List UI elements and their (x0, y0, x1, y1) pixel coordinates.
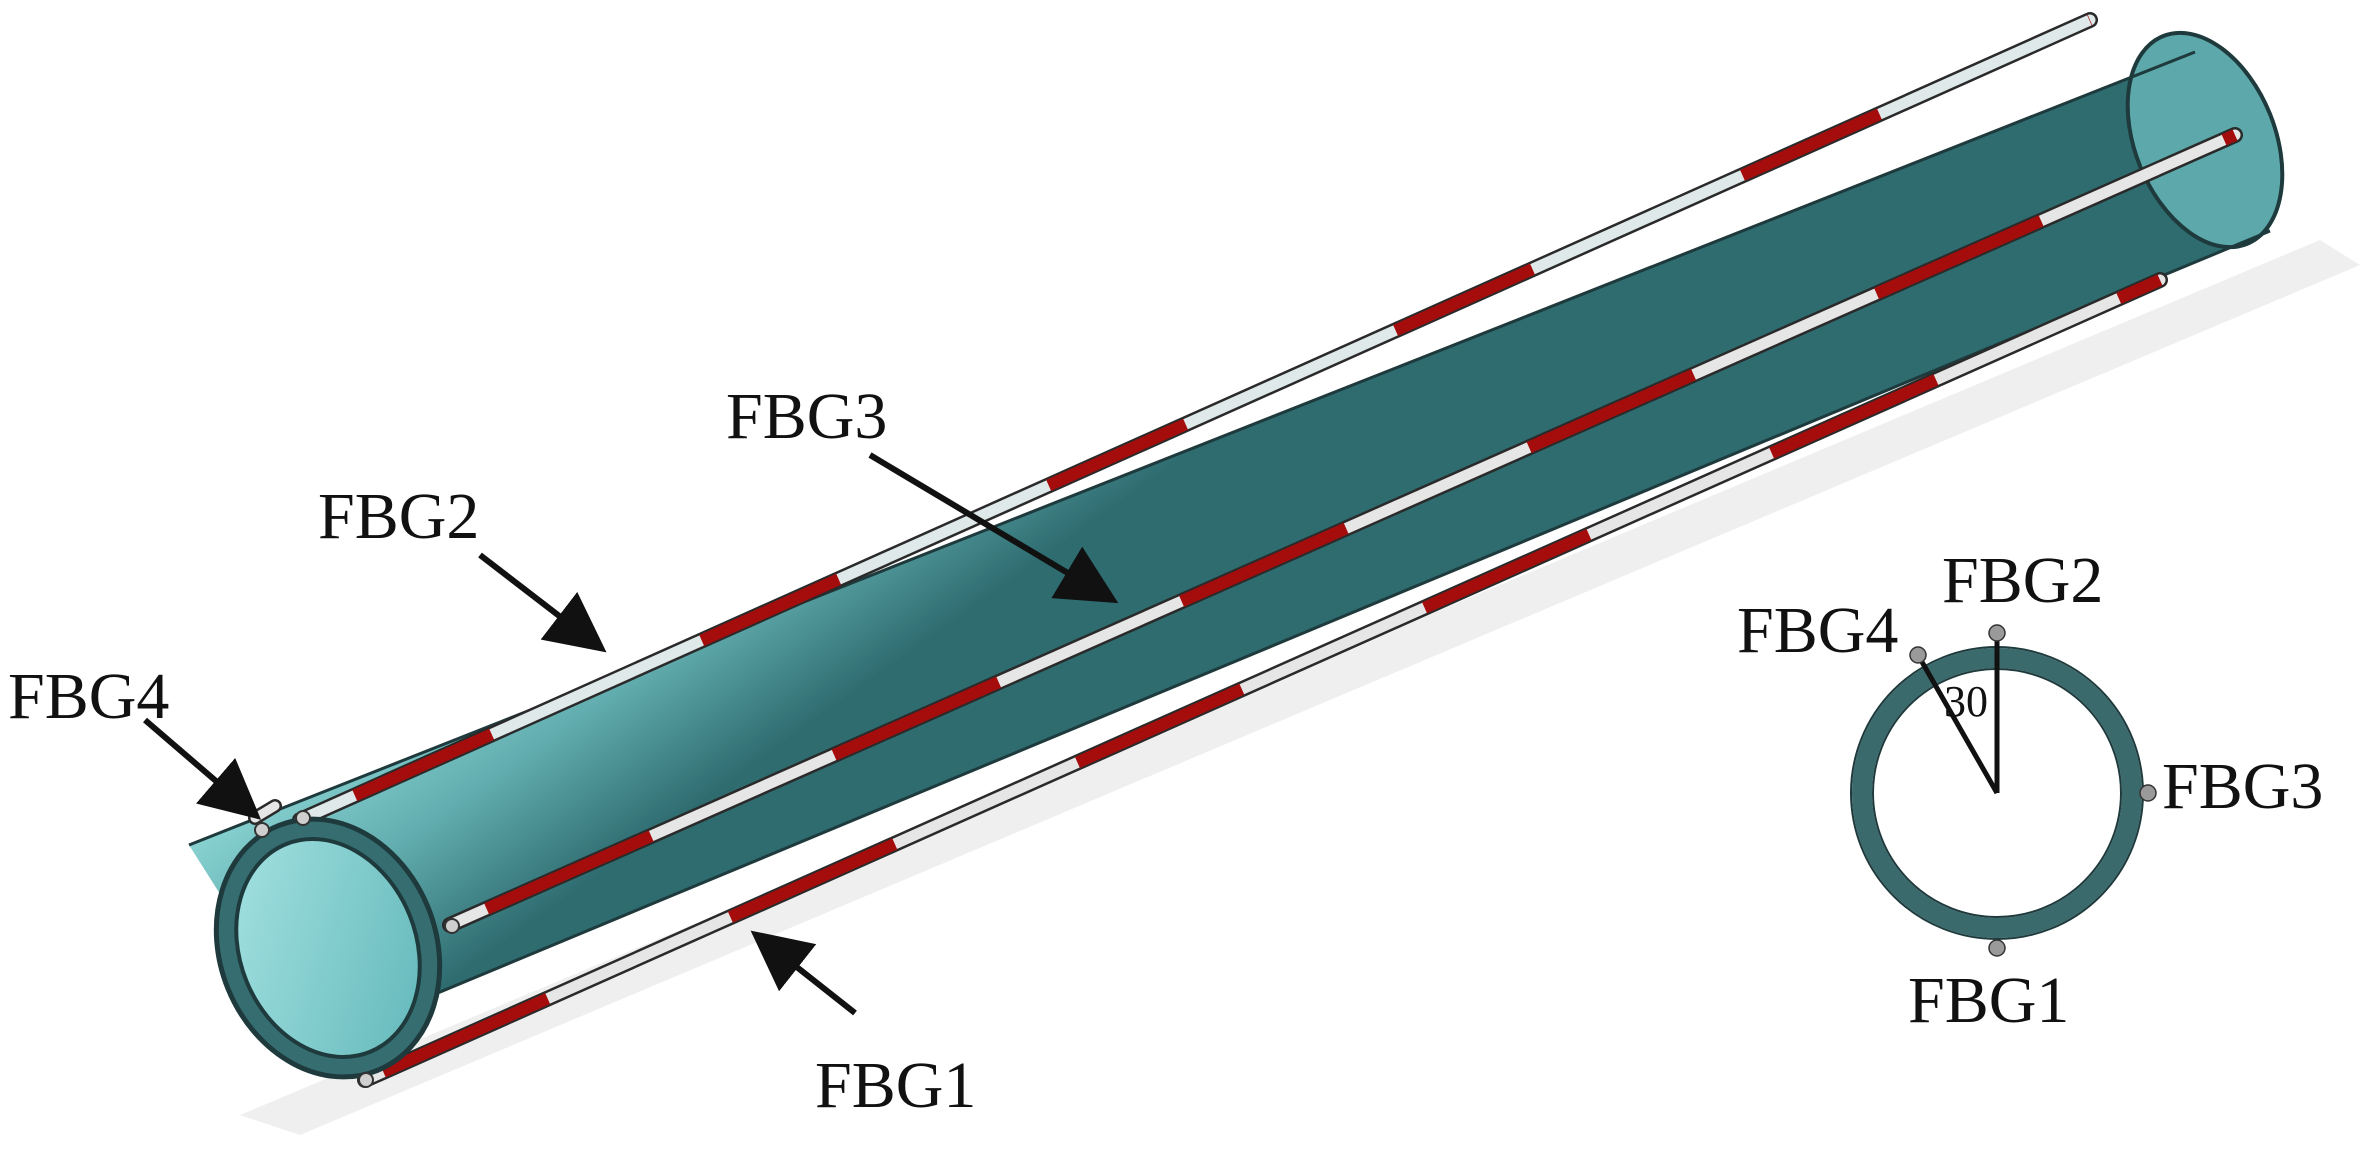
pipe-arrows (143, 452, 1119, 1016)
cs-label-fbg4: FBG4 (1737, 594, 1898, 667)
fiber-fbg1 (357, 272, 2168, 1088)
cross-section: 30 FBG2 FBG4 FBG3 FBG1 (1737, 544, 2323, 1037)
cs-label-fbg3: FBG3 (2162, 750, 2323, 823)
arrow-fbg3 (868, 452, 1119, 604)
pipe (188, 30, 2285, 1046)
sensor-dot-fbg2 (1988, 624, 2006, 642)
sensor-dot-fbg1 (1988, 939, 2006, 957)
pipe-shadow (240, 240, 2360, 1135)
sensor-dot-fbg4 (1909, 646, 1927, 664)
pipe-body (189, 52, 2270, 1044)
arrow-fbg2 (478, 552, 607, 653)
pipe-labels: FBG4 FBG2 FBG3 FBG1 (8, 380, 976, 1122)
label-fbg2: FBG2 (318, 480, 479, 553)
cs-label-fbg1: FBG1 (1908, 964, 2069, 1037)
arrow-fbg4 (143, 717, 262, 820)
angle-label: 30 (1944, 677, 1988, 726)
label-fbg1: FBG1 (815, 1049, 976, 1122)
cs-label-fbg2: FBG2 (1942, 544, 2103, 617)
pipe-near-end (213, 810, 460, 1088)
fibers (248, 12, 2243, 1088)
pipe-opening (234, 837, 422, 1059)
fiber-fbg2 (292, 12, 2098, 828)
radius-line-angled (1915, 653, 2000, 795)
label-fbg4: FBG4 (8, 660, 169, 733)
fiber-fbg3 (442, 127, 2243, 933)
arrow-fbg1 (750, 930, 857, 1016)
label-fbg3: FBG3 (726, 380, 887, 453)
sensor-dot-fbg3 (2139, 784, 2157, 802)
